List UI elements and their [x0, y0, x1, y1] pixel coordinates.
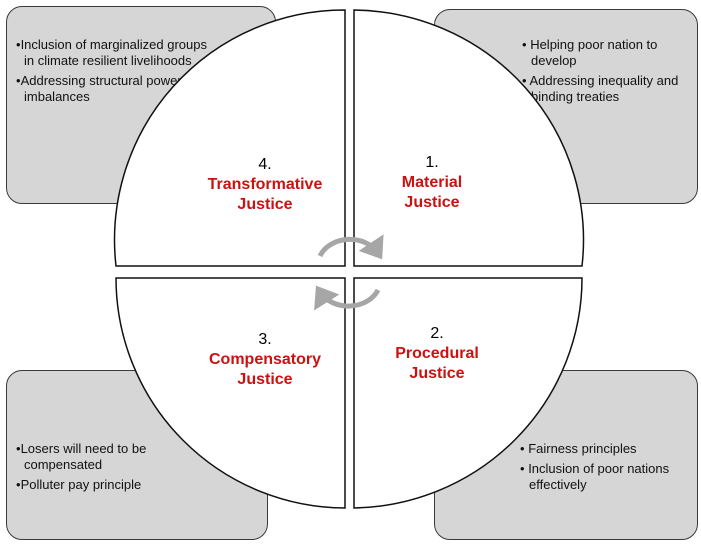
bullet-item: •Inclusion of marginalized groups in cli… — [16, 37, 207, 68]
bullet-item: •Addressing structural power imbalances — [16, 73, 182, 104]
quadrant-label-procedural: 2. Procedural Justice — [372, 324, 502, 384]
bullet-item: • Inclusion of poor nations effectively — [520, 461, 670, 492]
quadrant-transformative — [113, 9, 346, 267]
bullet-list-compensatory: •Losers will need to be compensated •Pol… — [16, 441, 186, 497]
cycle-arrow-top-icon — [317, 234, 384, 260]
quadrant-title: Justice — [237, 371, 293, 388]
bullet-item: • Helping poor nation to develop — [522, 37, 658, 68]
quadrant-label-compensatory: 3. Compensatory Justice — [195, 330, 335, 390]
bullet-list-transformative: •Inclusion of marginalized groups in cli… — [16, 37, 212, 109]
bullet-item: • Fairness principles — [520, 441, 637, 456]
bullet-item: •Losers will need to be compensated — [16, 441, 147, 472]
quadrant-title: Compensatory — [208, 351, 322, 368]
quadrant-title: Justice — [404, 194, 460, 211]
quadrant-label-transformative: 4. Transformative Justice — [190, 155, 340, 215]
quadrant-compensatory — [115, 277, 346, 509]
quadrant-title: Procedural — [395, 345, 479, 362]
bullet-list-material: • Helping poor nation to develop • Addre… — [522, 37, 694, 109]
quadrant-material — [353, 9, 585, 267]
bullet-item: •Polluter pay principle — [16, 477, 142, 492]
quadrant-procedural — [353, 277, 583, 509]
quadrant-title: Justice — [237, 196, 293, 213]
quadrant-number: 2. — [430, 325, 444, 342]
quadrant-title: Justice — [409, 365, 465, 382]
bullet-list-procedural: • Fairness principles • Inclusion of poo… — [520, 441, 692, 497]
quadrant-number: 3. — [258, 331, 272, 348]
bullet-item: • Addressing inequality and binding trea… — [522, 73, 679, 104]
quadrant-label-material: 1. Material Justice — [372, 153, 492, 213]
quadrant-title: Material — [401, 174, 463, 191]
quadrant-number: 4. — [258, 156, 272, 173]
quadrant-number: 1. — [425, 154, 439, 171]
cycle-arrow-bottom-icon — [314, 285, 381, 311]
quadrant-title: Transformative — [207, 176, 323, 193]
